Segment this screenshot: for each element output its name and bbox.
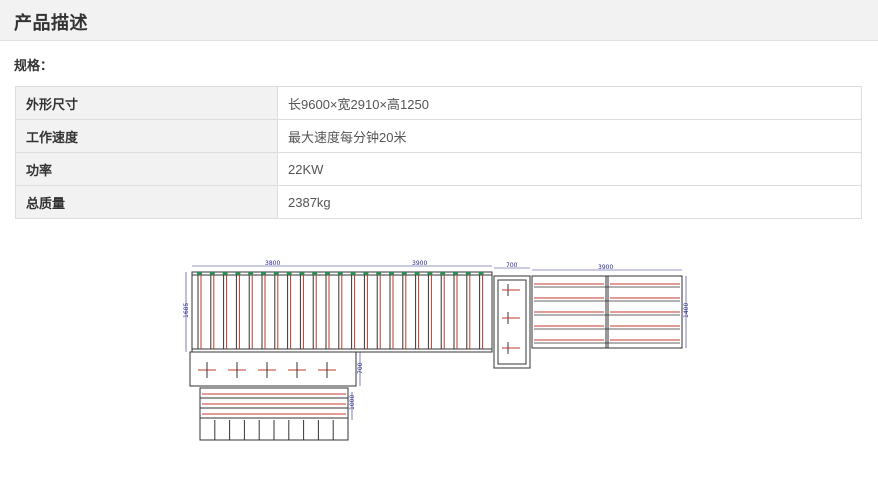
spec-key-weight: 总质量 <box>15 185 278 219</box>
roller-cap <box>478 272 484 275</box>
dim-top-left: 3800 <box>265 260 280 267</box>
main-conveyor <box>191 271 493 353</box>
spec-table: 外形尺寸 长9600×宽2910×高1250 工作速度 最大速度每分钟20米 功… <box>15 86 862 219</box>
spec-value-speed: 最大速度每分钟20米 <box>277 119 862 153</box>
transfer-section <box>493 275 531 369</box>
spec-value-dimensions: 长9600×宽2910×高1250 <box>277 86 862 120</box>
dim-left-height: 1685 <box>183 303 190 318</box>
table-row: 功率 22KW <box>15 152 862 186</box>
spec-value-power: 22KW <box>277 152 862 186</box>
spec-key-dimensions: 外形尺寸 <box>15 86 278 120</box>
roller-cap <box>376 272 382 275</box>
roller-cap <box>248 272 254 275</box>
roller-cap <box>235 272 241 275</box>
table-row: 工作速度 最大速度每分钟20米 <box>15 119 862 153</box>
right-conveyor <box>531 275 683 349</box>
roller-cap <box>325 272 330 275</box>
dim-right-height: 1400 <box>683 303 690 318</box>
roller-cap <box>389 272 394 275</box>
lower-clamp-4 <box>288 362 306 378</box>
dim-top-right: 3900 <box>598 264 613 271</box>
roller-cap <box>273 272 279 275</box>
roller-cap <box>261 272 266 275</box>
roller-cap <box>299 272 305 275</box>
section-title: 产品描述 <box>14 13 88 33</box>
lower-clamp-2 <box>228 362 246 378</box>
roller-cap <box>312 272 318 275</box>
roller-set <box>197 272 484 349</box>
bottom-conveyor <box>199 387 349 441</box>
roller-cap <box>465 272 471 275</box>
dim-lower-height: 700 <box>357 362 364 374</box>
cell-set <box>214 420 334 440</box>
dim-bottom-height: 1000 <box>349 395 356 410</box>
roller-cap <box>209 272 215 275</box>
roller-cap <box>401 272 407 275</box>
spec-value-weight: 2387kg <box>277 185 862 219</box>
spec-key-power: 功率 <box>15 152 278 186</box>
lower-clamp-5 <box>318 362 336 378</box>
roller-cap <box>197 272 202 275</box>
lower-clamp-3 <box>258 362 276 378</box>
roller-cap <box>337 272 343 275</box>
roller-cap <box>427 272 433 275</box>
roller-cap <box>363 272 369 275</box>
table-row: 总质量 2387kg <box>15 185 862 219</box>
roller-cap <box>222 272 228 275</box>
spec-label: 规格： <box>14 58 54 73</box>
conveyor-drawing: 3800 3900 700 3900 1685 1400 700 1000 <box>183 260 690 441</box>
lower-section <box>189 351 357 387</box>
spec-key-speed: 工作速度 <box>15 119 278 153</box>
dimension-lines <box>185 265 687 420</box>
table-row: 外形尺寸 长9600×宽2910×高1250 <box>15 86 862 120</box>
section-header: 产品描述 <box>0 0 878 41</box>
roller-cap <box>350 272 356 275</box>
transfer-clamp-1 <box>502 284 520 296</box>
roller-cap <box>286 272 292 275</box>
dim-top-narrow: 700 <box>506 262 518 269</box>
lower-clamp-1 <box>198 362 216 378</box>
roller-cap <box>414 272 420 275</box>
roller-cap <box>453 272 458 275</box>
transfer-clamp-3 <box>502 342 520 354</box>
roller-set <box>534 283 680 344</box>
transfer-clamp-2 <box>502 312 520 324</box>
roller-cap <box>440 272 446 275</box>
dim-top-mid: 3900 <box>412 260 427 267</box>
